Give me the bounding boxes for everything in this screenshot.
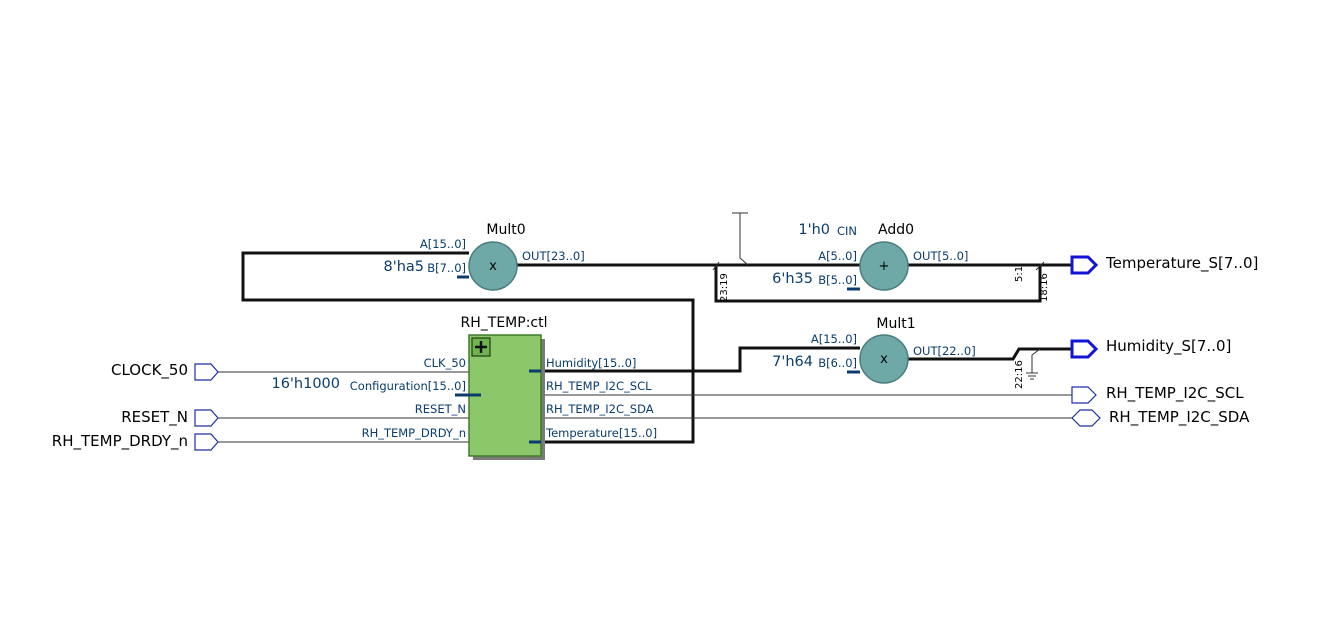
ctl-port-humidity: Humidity[15..0]	[546, 356, 636, 370]
temperature-pin-label: Temperature_S[7..0]	[1105, 254, 1258, 273]
add0-title: Add0	[878, 222, 914, 238]
output-pin-icon	[1070, 339, 1099, 359]
scl-output-pin[interactable]: RH_TEMP_I2C_SCL	[1071, 384, 1244, 404]
ctl-port-clk: CLK_50	[424, 356, 466, 370]
input-pin-icon	[194, 363, 219, 381]
mult1-port-a: A[15..0]	[811, 332, 857, 346]
add0-port-out: OUT[5..0]	[913, 249, 968, 263]
drdy-input-pin[interactable]: RH_TEMP_DRDY_n	[52, 432, 219, 451]
ctl-port-drdy: RH_TEMP_DRDY_n	[362, 426, 466, 440]
scl-pin-label: RH_TEMP_I2C_SCL	[1106, 384, 1244, 403]
mult0-out-bus-wire[interactable]	[516, 263, 1042, 303]
mult1-constant-b: 7'h64	[772, 354, 813, 370]
add0-symbol: +	[879, 259, 890, 274]
humidity-output-pin[interactable]: Humidity_S[7..0]	[1070, 337, 1231, 359]
bidir-pin-icon	[1071, 409, 1101, 427]
ctl-instance-title: RH_TEMP:ctl	[461, 315, 548, 331]
ctl-port-scl: RH_TEMP_I2C_SCL	[546, 379, 652, 393]
sda-bidir-pin[interactable]: RH_TEMP_I2C_SDA	[1071, 408, 1250, 427]
mult0-symbol: x	[489, 259, 497, 274]
output-pin-icon	[1071, 386, 1097, 404]
mult1-title: Mult1	[876, 316, 915, 332]
wires	[218, 212, 1072, 444]
input-pin-icon	[194, 433, 219, 451]
mult0-constant-b: 8'ha5	[383, 259, 424, 275]
mult1-port-out: OUT[22..0]	[913, 344, 976, 358]
expand-icon[interactable]	[471, 337, 491, 357]
input-pin-icon	[194, 409, 219, 427]
slice-label-add0-out: 5:1	[1014, 266, 1025, 282]
humidity-pin-label: Humidity_S[7..0]	[1106, 337, 1231, 356]
rh-temp-ctl-block[interactable]: RH_TEMP:ctl CLK_50 Configuration[15..0] …	[271, 315, 657, 460]
sda-pin-label: RH_TEMP_I2C_SDA	[1109, 408, 1250, 427]
input-pins: CLOCK_50 RESET_N RH_TEMP_DRDY_n	[52, 361, 219, 451]
reset-pin-label: RESET_N	[121, 408, 188, 427]
mult0-port-out: OUT[23..0]	[522, 249, 585, 263]
adder-icon	[859, 241, 909, 291]
mult0-node[interactable]: Mult0 x A[15..0] B[7..0] OUT[23..0] 8'ha…	[383, 222, 585, 291]
mult1-symbol: x	[880, 352, 888, 367]
slice-label-mult0-temp: 18:16	[1039, 273, 1050, 302]
slice-markers: 23:19 5:1 18:16 22:16	[712, 261, 1050, 389]
mult1-port-b: B[6..0]	[818, 356, 857, 370]
ctl-port-sda: RH_TEMP_I2C_SDA	[546, 402, 654, 416]
output-pin-icon	[1070, 255, 1099, 275]
ctl-config-constant: 16'h1000	[271, 376, 340, 392]
ctl-port-temperature: Temperature[15..0]	[545, 426, 657, 440]
multiplier-icon	[859, 334, 909, 384]
ground-stub-wire	[1026, 348, 1041, 380]
multiplier-icon	[468, 241, 518, 291]
drdy-pin-label: RH_TEMP_DRDY_n	[52, 432, 188, 451]
ctl-port-reset: RESET_N	[415, 402, 466, 416]
slice-label-mult1-hum: 22:16	[1014, 360, 1025, 389]
mult1-out-bus-wire[interactable]	[908, 347, 1071, 361]
clock-input-pin[interactable]: CLOCK_50	[111, 361, 219, 381]
add0-constant-b: 6'h35	[772, 271, 813, 287]
add0-port-cin: CIN	[837, 224, 857, 238]
mult0-title: Mult0	[486, 222, 525, 238]
slice-label-mult0-add0: 23:19	[719, 273, 730, 302]
add0-node[interactable]: Add0 + CIN A[5..0] B[5..0] OUT[5..0] 1'h…	[772, 222, 968, 291]
cin-tap-wire	[732, 212, 749, 266]
output-pins: Temperature_S[7..0] Humidity_S[7..0] RH_…	[1070, 254, 1258, 427]
temperature-bus-wire[interactable]	[241, 251, 695, 444]
add0-port-a: A[5..0]	[818, 249, 857, 263]
ctl-port-config: Configuration[15..0]	[350, 379, 466, 393]
add0-port-b: B[5..0]	[818, 273, 857, 287]
mult0-port-b: B[7..0]	[427, 261, 466, 275]
add0-constant-cin: 1'h0	[798, 222, 830, 238]
mult0-port-a: A[15..0]	[420, 237, 466, 251]
clock-pin-label: CLOCK_50	[111, 361, 188, 380]
mult1-node[interactable]: Mult1 x A[15..0] B[6..0] OUT[22..0] 7'h6…	[772, 316, 976, 384]
reset-input-pin[interactable]: RESET_N	[121, 408, 219, 427]
temperature-output-pin[interactable]: Temperature_S[7..0]	[1070, 254, 1258, 275]
humidity-bus-wire[interactable]	[543, 346, 860, 373]
